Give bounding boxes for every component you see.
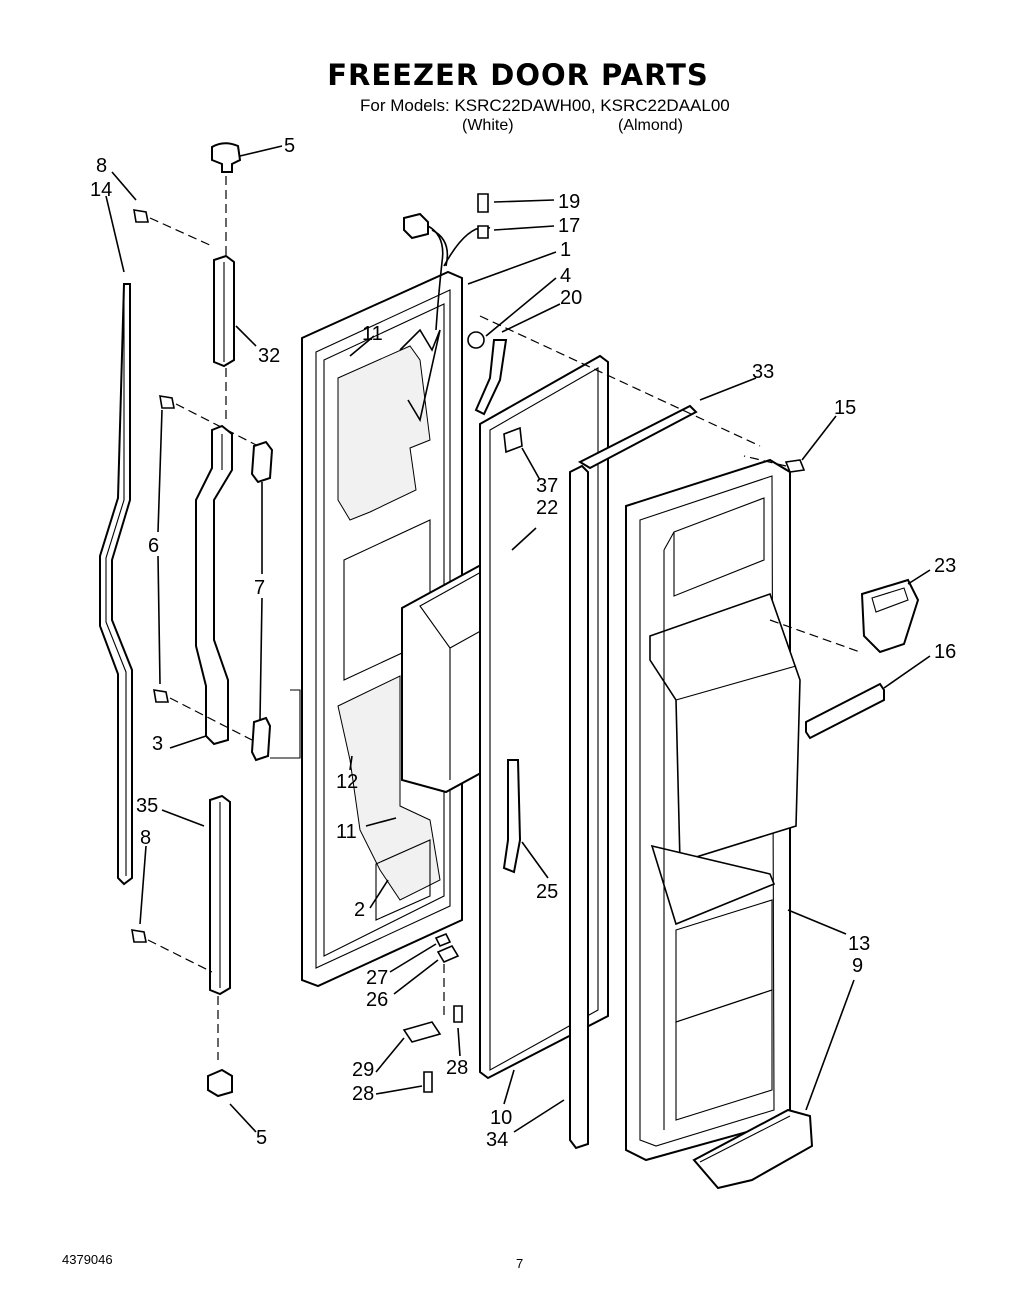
ice-chute-23 <box>860 578 920 654</box>
callout-12: 12 <box>336 771 358 793</box>
callout-28-right: 28 <box>446 1057 468 1079</box>
door-outer-panel-1 <box>301 270 463 988</box>
callout-5-bottom: 5 <box>256 1127 267 1149</box>
clip-7-bottom <box>250 716 272 762</box>
callout-8-bottom: 8 <box>140 827 151 849</box>
callout-1: 1 <box>560 239 571 261</box>
callout-13: 13 <box>848 933 870 955</box>
assembly-line <box>270 689 301 759</box>
color-white-label: (White) <box>462 117 514 134</box>
callout-35: 35 <box>136 795 158 817</box>
callouts: 5 8 14 32 6 7 3 35 8 5 19 17 1 4 20 11 1… <box>90 135 956 1151</box>
clip-17 <box>477 225 489 239</box>
callout-19: 19 <box>558 191 580 213</box>
callout-15: 15 <box>834 397 856 419</box>
tube-20 <box>474 339 508 416</box>
callout-5-top: 5 <box>284 135 295 157</box>
callout-25: 25 <box>536 881 558 903</box>
plug-4 <box>467 331 485 349</box>
handle-trim-14 <box>99 283 133 886</box>
callout-28-left: 28 <box>352 1083 374 1105</box>
screw-15 <box>743 455 806 473</box>
label-37 <box>503 426 523 454</box>
hinge-cover-top-5 <box>211 142 242 173</box>
page-number: 7 <box>516 1256 524 1271</box>
color-almond-label: (Almond) <box>618 117 683 134</box>
callout-33: 33 <box>752 361 774 383</box>
models-line: For Models: KSRC22DAWH00, KSRC22DAAL00 <box>360 96 730 115</box>
callout-16: 16 <box>934 641 956 663</box>
trim-16 <box>805 682 885 740</box>
callout-22: 22 <box>536 497 558 519</box>
shelf-bin-9 <box>692 1108 814 1190</box>
hinge-bracket-32 <box>213 254 235 368</box>
callout-6: 6 <box>148 535 159 557</box>
assembly-line <box>479 315 761 447</box>
callout-11-bottom: 11 <box>336 821 357 843</box>
callout-11-top: 11 <box>362 323 383 345</box>
tube-25 <box>502 759 522 874</box>
callout-14: 14 <box>90 179 112 201</box>
page-title: FREEZER DOOR PARTS <box>327 58 709 92</box>
screw-6-top <box>159 395 267 451</box>
callout-8-top: 8 <box>96 155 107 177</box>
callout-23: 23 <box>934 555 956 577</box>
callout-9: 9 <box>852 955 863 977</box>
callout-34: 34 <box>486 1129 508 1151</box>
door-liner-13 <box>625 458 801 1162</box>
document-number: 4379046 <box>62 1252 113 1267</box>
lower-hinge-parts <box>402 932 463 1093</box>
assembly-line <box>769 619 861 653</box>
handle-9-left <box>195 424 233 746</box>
leader-lines <box>105 145 931 1133</box>
screw-8-bottom <box>131 929 213 973</box>
screw-6-bottom <box>153 689 253 741</box>
callout-7: 7 <box>254 577 265 599</box>
breaker-strip-34 <box>569 464 589 1150</box>
hinge-cover-bottom-5 <box>207 1068 233 1098</box>
callout-29: 29 <box>352 1059 374 1081</box>
callout-37: 37 <box>536 475 558 497</box>
callout-3: 3 <box>152 733 163 755</box>
top-strip-33 <box>577 404 698 470</box>
callout-17: 17 <box>558 215 580 237</box>
screw-8-top <box>133 209 213 247</box>
callout-26: 26 <box>366 989 388 1011</box>
callout-32: 32 <box>258 345 280 367</box>
callout-10: 10 <box>490 1107 512 1129</box>
hinge-bracket-35 <box>209 794 231 996</box>
clip-7-top <box>250 440 274 484</box>
callout-20: 20 <box>560 287 582 309</box>
callout-2: 2 <box>354 899 365 921</box>
callout-4: 4 <box>560 265 571 287</box>
callout-27: 27 <box>366 967 388 989</box>
screw-19 <box>477 193 489 213</box>
